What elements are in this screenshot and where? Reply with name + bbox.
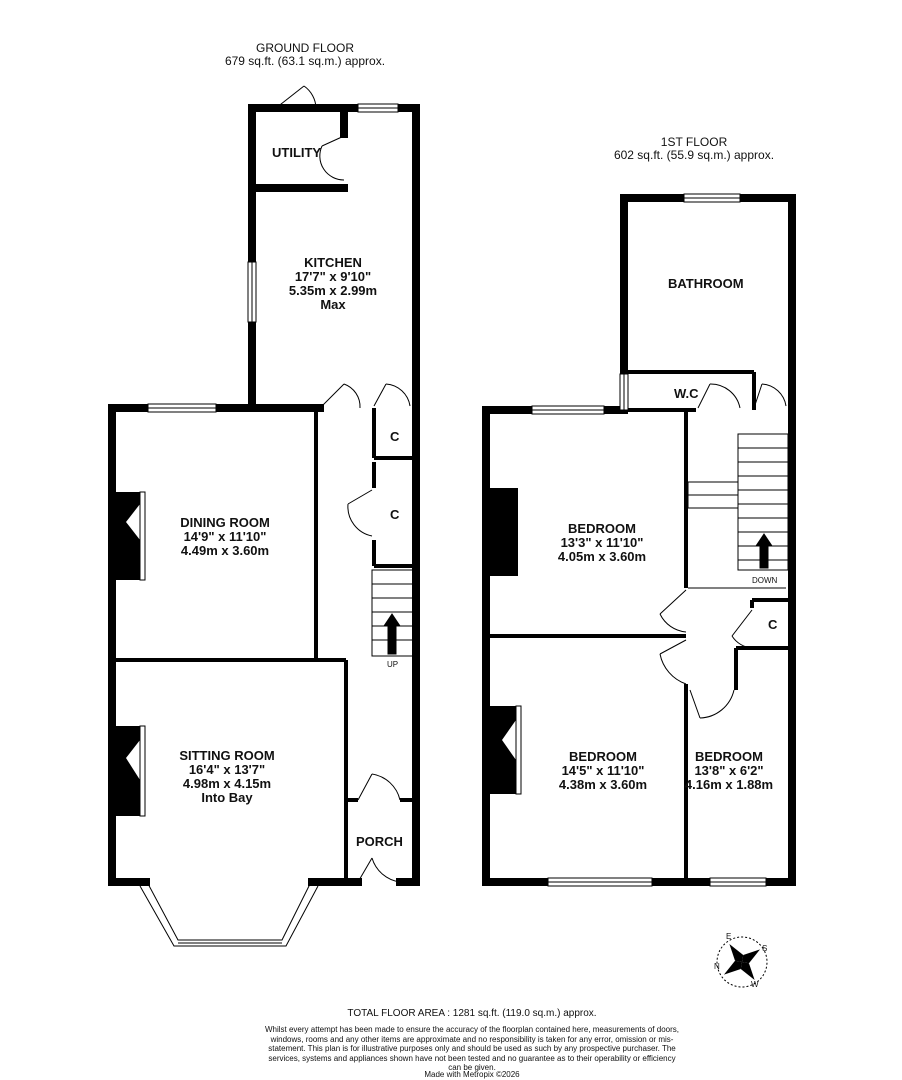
ground-floor-title: GROUND FLOOR: [255, 41, 354, 55]
bay-window: [139, 879, 319, 947]
compass-letter-e: E: [726, 932, 732, 941]
bathroom-label: BATHROOM: [668, 276, 744, 291]
porch-label: PORCH: [356, 834, 403, 849]
ground-floor-fireplaces: [114, 491, 146, 817]
wc-label: W.C: [674, 386, 699, 401]
compass-letter-s: S: [762, 944, 768, 953]
compass-letter-w: W: [751, 980, 759, 989]
first-floor-cupboard-label: C: [768, 617, 778, 632]
first-floor-fireplaces: [490, 488, 522, 795]
sitting-room-imperial: 16'4" x 13'7": [188, 762, 266, 777]
bedroom-2-name: BEDROOM: [569, 749, 637, 764]
cupboard-label-2: C: [390, 507, 400, 522]
kitchen-imperial: 17'7" x 9'10": [294, 269, 372, 284]
first-floor-area: 602 sq.ft. (55.9 sq.m.) approx.: [613, 148, 775, 162]
total-floor-area: TOTAL FLOOR AREA : 1281 sq.ft. (119.0 sq…: [347, 1008, 597, 1019]
ground-floor-area: 679 sq.ft. (63.1 sq.m.) approx.: [224, 54, 386, 68]
bedroom-2-label: BEDROOM 14'5" x 11'10" 4.38m x 3.60m: [528, 750, 678, 792]
bedroom-1-label: BEDROOM 13'3" x 11'10" 4.05m x 3.60m: [527, 522, 677, 564]
compass-rose: [716, 936, 768, 988]
dining-room-label: DINING ROOM 14'9" x 11'10" 4.49m x 3.60m: [150, 516, 300, 558]
kitchen-name: KITCHEN: [304, 255, 362, 270]
compass-letter-n: N: [714, 962, 720, 971]
ground-floor-doors: [275, 85, 411, 883]
stairs-down-label: DOWN: [752, 576, 778, 585]
disclaimer-text: Whilst every attempt has been made to en…: [264, 1025, 679, 1072]
kitchen-label: KITCHEN 17'7" x 9'10" 5.35m x 2.99m Max: [258, 256, 408, 312]
utility-label: UTILITY: [272, 145, 322, 160]
bedroom-3-imperial: 13'8" x 6'2": [694, 763, 764, 778]
ground-floor-windows: [147, 103, 399, 413]
bedroom-1-imperial: 13'3" x 11'10": [560, 535, 644, 550]
dining-room-metric: 4.49m x 3.60m: [180, 543, 270, 558]
sitting-room-label: SITTING ROOM 16'4" x 13'7" 4.98m x 4.15m…: [152, 749, 302, 805]
dining-room-imperial: 14'9" x 11'10": [183, 529, 267, 544]
first-floor-heading: 1ST FLOOR 602 sq.ft. (55.9 sq.m.) approx…: [594, 136, 794, 162]
cupboard-label-1: C: [390, 429, 400, 444]
bedroom-3-name: BEDROOM: [695, 749, 763, 764]
kitchen-note: Max: [320, 297, 346, 312]
bedroom-2-imperial: 14'5" x 11'10": [561, 763, 645, 778]
bedroom-1-name: BEDROOM: [568, 521, 636, 536]
first-floor-windows: [531, 193, 767, 887]
sitting-room-name: SITTING ROOM: [179, 748, 275, 763]
first-floor-inner-walls: [488, 370, 790, 880]
bedroom-1-metric: 4.05m x 3.60m: [557, 549, 647, 564]
sitting-room-metric: 4.98m x 4.15m: [182, 776, 272, 791]
ground-floor-inner-walls: [114, 408, 414, 880]
kitchen-metric: 5.35m x 2.99m: [288, 283, 378, 298]
first-floor-doors: [659, 383, 787, 719]
bedroom-3-label: BEDROOM 13'8" x 6'2" 4.16m x 1.88m: [682, 750, 776, 792]
made-with-credit: Made with Metropix ©2026: [424, 1070, 520, 1079]
dining-room-name: DINING ROOM: [180, 515, 270, 530]
first-floor-stairs: [687, 433, 789, 589]
ground-floor-heading: GROUND FLOOR 679 sq.ft. (63.1 sq.m.) app…: [200, 42, 410, 68]
bedroom-2-metric: 4.38m x 3.60m: [558, 777, 648, 792]
first-floor-title: 1ST FLOOR: [660, 135, 728, 149]
stairs-up-label: UP: [387, 660, 399, 669]
bedroom-3-metric: 4.16m x 1.88m: [684, 777, 774, 792]
ground-floor-stairs: [371, 569, 415, 657]
sitting-room-note: Into Bay: [201, 790, 253, 805]
